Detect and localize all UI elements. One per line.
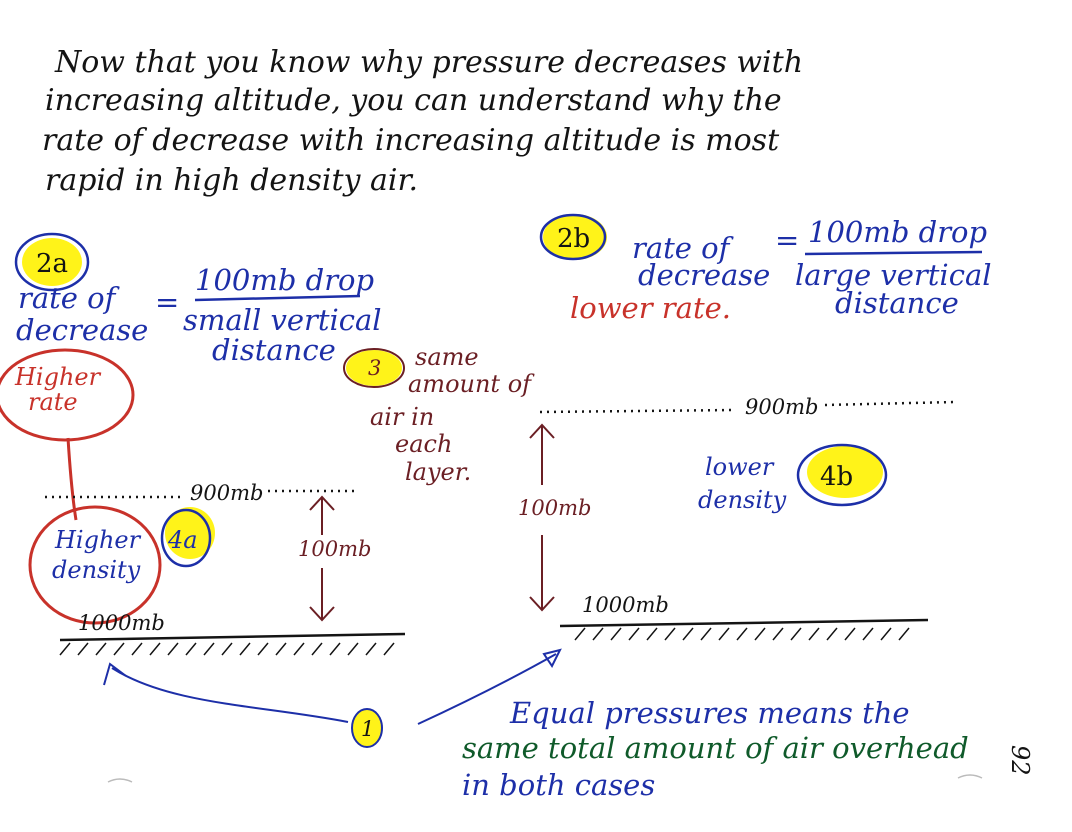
right-denominator-1: large vertical [795,258,992,292]
middle-note-line-5: layer. [405,458,471,486]
page-number: 92 [1006,745,1034,776]
higher-rate-connector [66,437,78,521]
bottom-line-3: in both cases [462,768,655,802]
badge-3-label: 3 [368,356,381,380]
scan-mark-right [957,774,983,779]
middle-note-line-1: same [415,343,479,371]
right-denominator-2: distance [835,286,959,320]
lower-density-line-2: density [698,486,787,514]
right-gap-label: 100mb [518,496,591,520]
right-rate-label-2: decrease [638,258,770,292]
right-equals: = [775,223,799,257]
higher-density-line-1: Higher [54,526,142,554]
right-900mb-line-a [539,408,736,414]
badge-2a: 2a [14,232,90,292]
right-ground-hatching [574,627,910,641]
badge-4a-label: 4a [167,526,198,554]
lower-density-line-1: lower [705,453,775,481]
left-gap-arrows: 100mb [298,495,371,622]
left-denominator-2: distance [212,333,336,367]
right-ground-line [559,618,929,628]
lower-density-callout: lower density 4b [698,443,888,514]
left-numerator: 100mb drop [195,263,374,297]
right-900mb-label: 900mb [745,395,818,419]
badge-2b-label: 2b [557,224,590,254]
middle-note-line-3: air in [370,403,434,431]
right-panel: 2b rate of decrease = 100mb drop large v… [518,213,992,641]
right-rate-label-1: rate of [632,231,735,265]
middle-note-line-4: each [395,430,452,458]
left-equals: = [155,285,179,319]
badge-1-label: 1 [361,717,374,741]
higher-rate-callout: Higher rate [0,348,135,521]
bottom-line-2: same total amount of air overhead [462,731,969,765]
badge-2b: 2b [539,213,607,261]
scan-mark-left [107,778,133,783]
left-rate-label-2: decrease [16,313,148,347]
intro-line-2: increasing altitude, you can understand … [45,83,782,118]
bottom-line-1: Equal pressures means the [509,696,910,730]
intro-line-4: rapid in high density air. [45,163,418,198]
bottom-note: 1 Equal pressures means the same total a… [103,648,1034,802]
badge-4b-label: 4b [820,462,853,492]
intro-paragraph: Now that you know why pressure decreases… [42,45,803,198]
left-gap-label: 100mb [298,537,371,561]
middle-note: 3 same amount of air in each layer. [343,343,535,486]
higher-rate-line-1: Higher [14,363,102,391]
higher-rate-line-2: rate [28,388,78,416]
left-ground-hatching [59,642,395,656]
arrow-to-left-ground [111,667,349,723]
right-lower-rate: lower rate. [570,291,731,325]
intro-line-1: Now that you know why pressure decreases… [54,45,803,80]
left-fraction-bar [194,294,361,302]
left-ground-line [59,632,406,642]
left-900mb-label: 900mb [190,481,263,505]
left-rate-label-1: rate of [18,281,121,315]
badge-2a-label: 2a [36,249,68,279]
right-1000mb-label: 1000mb [582,593,669,617]
higher-density-callout: Higher density 4a [28,505,215,625]
left-denominator-1: small vertical [183,303,382,337]
left-panel: 2a rate of decrease = 100mb drop small v… [0,232,406,656]
right-fraction-bar [804,250,983,256]
right-gap-arrows: 100mb [518,423,591,612]
middle-note-line-2: amount of [408,370,535,398]
right-900mb-line-b [824,400,956,407]
left-1000mb-label: 1000mb [78,611,165,635]
right-numerator: 100mb drop [808,215,987,249]
intro-line-3: rate of decrease with increasing altitud… [42,123,780,158]
arrow-to-right-ground [417,653,557,725]
higher-density-line-2: density [52,556,141,584]
